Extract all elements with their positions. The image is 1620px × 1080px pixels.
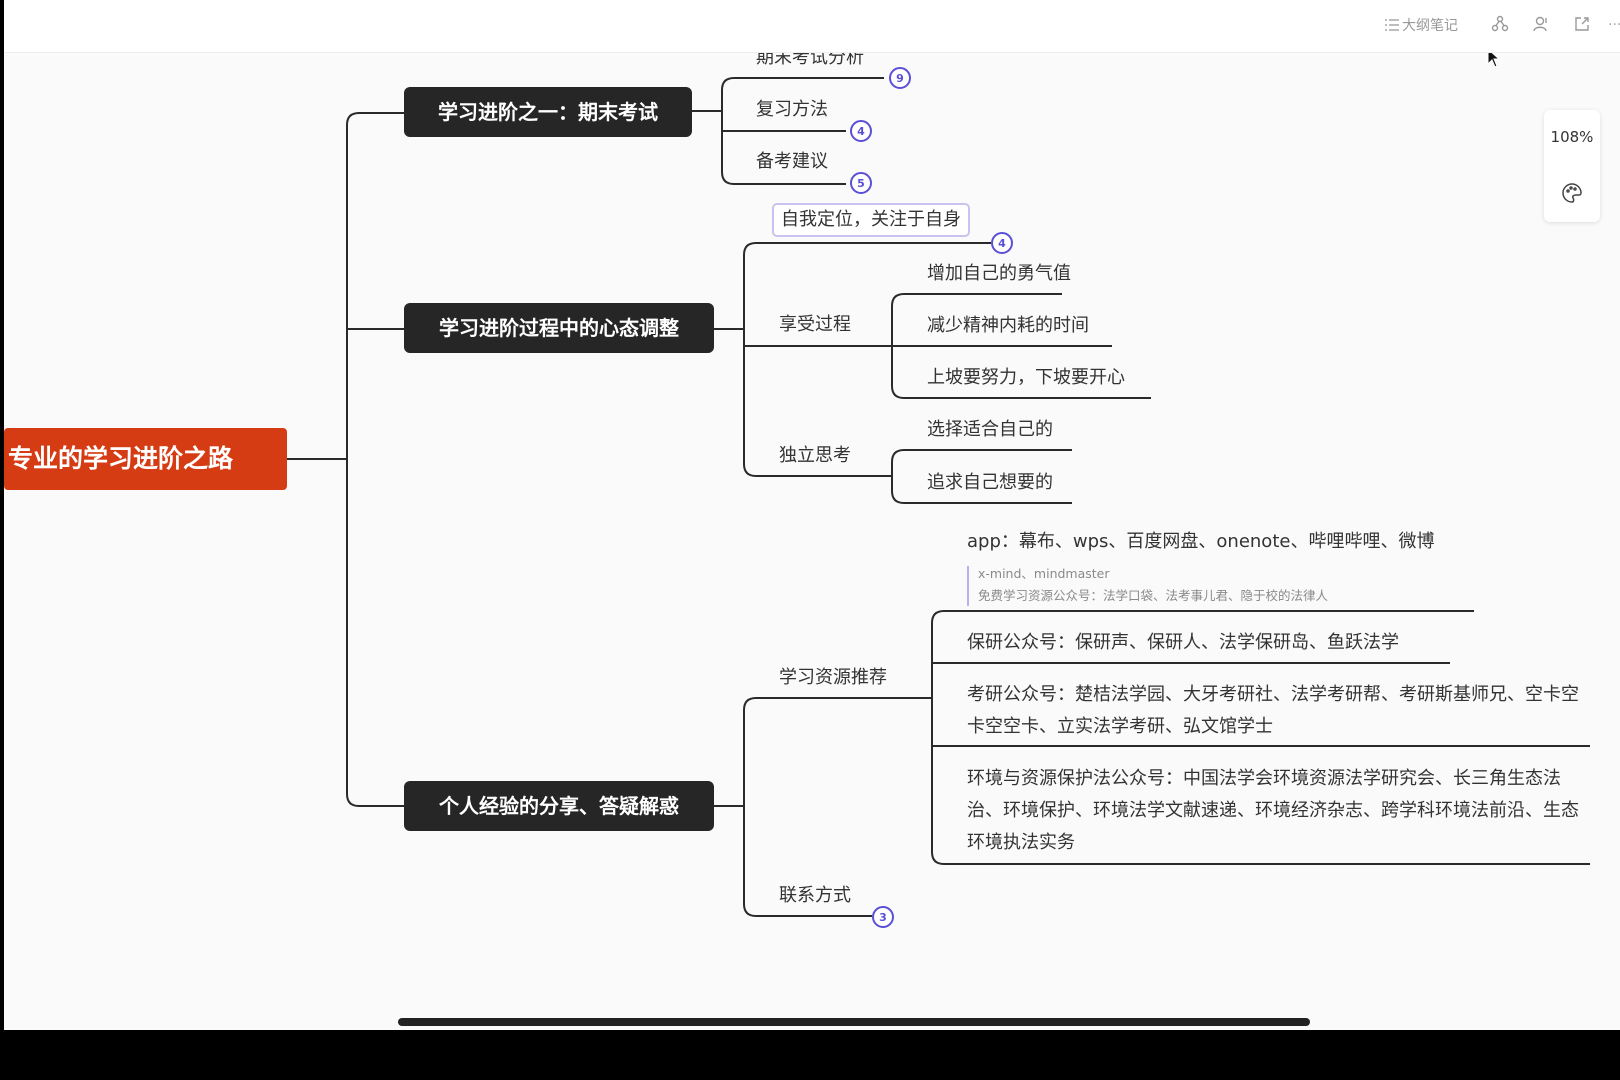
node-env-law-accounts[interactable]: 环境与资源保护法公众号：中国法学会环境资源法学研究会、长三角生态法治、环境保护、… <box>967 768 1579 853</box>
app-window: 大纲笔记 ··· <box>4 0 1620 1030</box>
share-icon[interactable] <box>1490 14 1510 34</box>
collapsed-count-badge[interactable]: 4 <box>850 120 872 142</box>
note-marker <box>967 566 969 606</box>
branch-mindset[interactable]: 学习进阶过程中的心态调整 <box>404 303 714 353</box>
node-apps[interactable]: app：幕布、wps、百度网盘、onenote、哔哩哔哩、微博 <box>967 531 1435 552</box>
node-note: 免费学习资源公众号：法学口袋、法考事儿君、隐于校的法律人 <box>978 588 1329 603</box>
mouse-cursor-icon <box>1487 48 1501 68</box>
branch-final-exam[interactable]: 学习进阶之一：期末考试 <box>404 87 692 137</box>
zoom-panel: 108% <box>1544 110 1600 222</box>
node-enjoy-process[interactable]: 享受过程 <box>779 314 851 335</box>
node-note: x-mind、mindmaster <box>978 566 1110 581</box>
theme-palette-icon[interactable] <box>1561 182 1583 204</box>
node-baoyan-accounts[interactable]: 保研公众号：保研声、保研人、法学保研岛、鱼跃法学 <box>967 632 1399 653</box>
node-independent-thinking[interactable]: 独立思考 <box>779 445 851 466</box>
node-contact[interactable]: 联系方式 <box>779 885 851 906</box>
zoom-level[interactable]: 108% <box>1550 128 1594 146</box>
collapsed-count-badge[interactable]: 3 <box>872 906 894 928</box>
collapsed-count-badge[interactable]: 5 <box>850 172 872 194</box>
top-toolbar: 大纲笔记 ··· <box>4 0 1620 52</box>
collapsed-count-badge[interactable]: 9 <box>889 67 911 89</box>
node-kaoyan-accounts[interactable]: 考研公众号：楚桔法学园、大牙考研社、法学考研帮、考研斯基师兄、空卡空卡空空卡、立… <box>967 684 1579 737</box>
node-choose-suitable[interactable]: 选择适合自己的 <box>927 419 1053 440</box>
root-node[interactable]: 专业的学习进阶之路 <box>4 428 287 490</box>
node-exam-tips[interactable]: 备考建议 <box>756 151 828 172</box>
outline-icon <box>1382 15 1402 35</box>
export-icon[interactable] <box>1572 14 1592 34</box>
collaborate-icon[interactable] <box>1531 14 1551 34</box>
node-courage[interactable]: 增加自己的勇气值 <box>927 263 1071 284</box>
node-final-exam-analysis[interactable]: 期末考试分析 <box>756 47 864 68</box>
mindmap-connectors <box>287 77 1590 917</box>
node-reduce-anxiety[interactable]: 减少精神内耗的时间 <box>927 315 1089 336</box>
node-self-positioning[interactable]: 自我定位，关注于自身 <box>772 203 970 237</box>
horizontal-scrollbar[interactable] <box>398 1018 1310 1026</box>
more-icon[interactable]: ··· <box>1608 17 1620 33</box>
outline-notes-button[interactable]: 大纲笔记 <box>1382 14 1458 36</box>
node-uphill-downhill[interactable]: 上坡要努力，下坡要开心 <box>927 367 1125 388</box>
outline-notes-label: 大纲笔记 <box>1402 18 1458 34</box>
node-review-method[interactable]: 复习方法 <box>756 99 828 120</box>
node-pursue-wants[interactable]: 追求自己想要的 <box>927 472 1053 493</box>
collapsed-count-badge[interactable]: 4 <box>991 232 1013 254</box>
branch-experience-sharing[interactable]: 个人经验的分享、答疑解惑 <box>404 781 714 831</box>
node-resource-recommend[interactable]: 学习资源推荐 <box>779 667 887 688</box>
